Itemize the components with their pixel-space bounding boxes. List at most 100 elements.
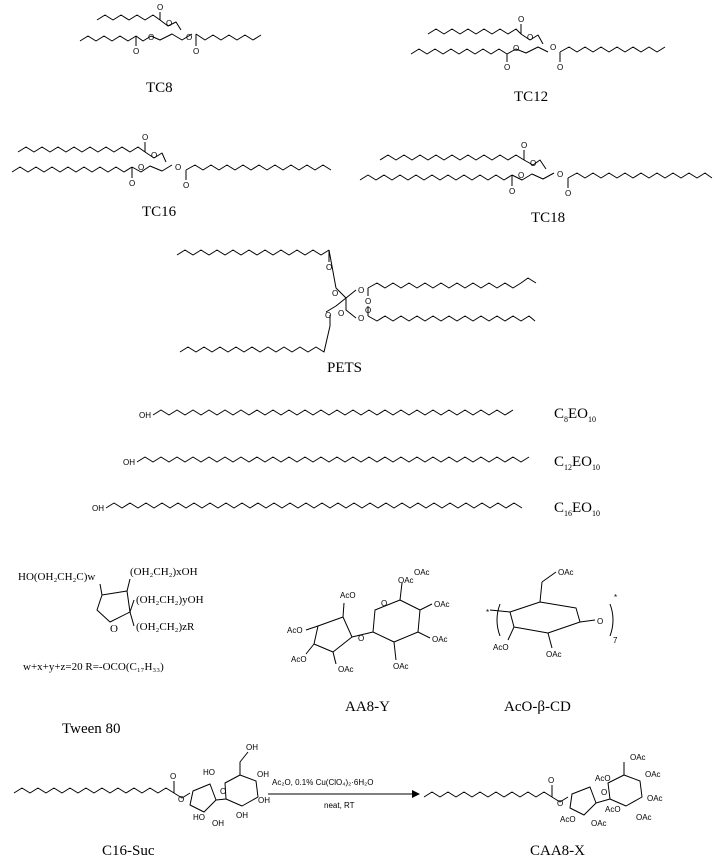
aa8y-oac-5: OAc <box>393 662 409 671</box>
c16suc-oh-3: OH <box>257 770 269 779</box>
caa8x-oac-1: OAc <box>630 753 646 762</box>
tc12-atom-o3: O <box>513 44 519 53</box>
tween-line2: (OH₂CH₂)xOH <box>130 566 198 578</box>
c8eo10-structure: OH C8EO10 <box>139 406 596 424</box>
tc18-chain-right <box>567 172 713 179</box>
c16suc-ho-2: HO <box>203 768 215 777</box>
aa8y-oac-1: OAc <box>398 576 414 585</box>
acocd-star-right: * <box>614 593 617 602</box>
c16suc-oh-1: OH <box>212 819 224 828</box>
acocd-aco: AcO <box>493 643 509 652</box>
aa8y-label: AA8-Y <box>345 699 390 715</box>
tc16-atom-o5: O <box>175 163 181 172</box>
tween-line4: (OH₂CH₂)zR <box>136 621 195 633</box>
pets-chain-lr <box>367 315 536 322</box>
tc8-atom-o5: O <box>186 33 192 42</box>
c12eo10-atom-oh: OH <box>123 458 135 467</box>
tc12-atom-o6: O <box>557 63 563 72</box>
tc18-atom-o5: O <box>557 170 563 179</box>
c16eo10-chain <box>105 502 523 509</box>
tween80-structure: HO(OH₂CH₂C)w (OH₂CH₂)xOH (OH₂CH₂)yOH (OH… <box>18 566 204 737</box>
reaction-conditions: neat, RT <box>324 801 355 810</box>
tc12-atom-o1: O <box>518 15 524 24</box>
aa8y-oac-7: AcO <box>340 591 356 600</box>
c16suc-oh-4: OH <box>258 796 270 805</box>
acocd-star-left: * <box>486 608 489 617</box>
reaction-reagent: Ac₂O, 0.1% Cu(ClO₄)₂·6H₂O <box>272 778 374 787</box>
aa8y-link-o: O <box>358 634 364 643</box>
tc18-label: TC18 <box>531 210 565 226</box>
c16eo10-structure: OH C16EO10 <box>92 500 600 518</box>
tc8-atom-o6: O <box>193 47 199 56</box>
pets-chain-ur <box>367 277 537 289</box>
aa8y-oac-6: OAc <box>338 665 354 674</box>
c16eo10-label: C16EO10 <box>554 500 600 518</box>
acocd-structure: * OAc AcO OAc O 7 * AcO-β-CD <box>486 568 618 715</box>
tc8-atom-o4: O <box>133 47 139 56</box>
c12eo10-chain <box>136 456 530 463</box>
tc18-structure: O O O O O O TC18 <box>359 141 713 226</box>
c16suc-ho-1: HO <box>193 813 205 822</box>
caa8x-link-o: O <box>601 788 607 797</box>
pets-atom-o5: O <box>325 311 331 320</box>
tc16-chain-top <box>17 146 146 153</box>
c12eo10-label: C12EO10 <box>554 454 600 472</box>
aa8y-structure: OAc OAc OAc OAc OAc OAc AcO AcO AcO O O … <box>287 568 450 715</box>
caa8x-chain <box>423 791 553 798</box>
tc8-atom-o3: O <box>148 33 154 42</box>
acocd-oac-2: OAc <box>546 650 562 659</box>
caa8x-oac-3: OAc <box>647 794 663 803</box>
pets-chain-ll <box>179 325 331 353</box>
c12eo10-structure: OH C12EO10 <box>123 454 600 472</box>
caa8x-atom-o2: O <box>557 799 563 808</box>
pets-atom-o2: O <box>332 289 338 298</box>
tc8-chain-top <box>96 14 161 21</box>
aa8y-ring-o: O <box>381 599 387 608</box>
tc16-chain-left <box>11 166 133 173</box>
c16suc-atom-o2: O <box>178 795 184 804</box>
tc12-chain-top <box>427 28 522 35</box>
pets-atom-o7: O <box>358 314 364 323</box>
tc16-atom-o4: O <box>129 179 135 188</box>
caa8x-aco-1: AcO <box>595 774 611 783</box>
tc16-atom-o1: O <box>142 133 148 142</box>
tc16-label: TC16 <box>142 204 177 220</box>
tc12-atom-o4: O <box>504 63 510 72</box>
pets-atom-o4: O <box>365 297 371 306</box>
caa8x-oac-2: OAc <box>645 770 661 779</box>
tc18-atom-o4: O <box>509 187 515 196</box>
caa8x-pyranose-ring <box>607 774 643 807</box>
pets-atom-o8: O <box>365 306 371 315</box>
pets-atom-o1: O <box>326 263 332 272</box>
tc16-atom-o6: O <box>183 181 189 190</box>
pets-atom-o6: O <box>338 309 344 318</box>
tc16-structure: O O O O O O TC16 <box>11 133 332 220</box>
c16suc-oh-5: OH <box>236 811 248 820</box>
tc8-chain-left <box>79 35 152 42</box>
aa8y-oac-2: OAc <box>414 568 430 577</box>
tc12-chain-left <box>410 48 508 55</box>
tc8-chain-right <box>195 33 262 41</box>
reaction-arrow: Ac₂O, 0.1% Cu(ClO₄)₂·6H₂O neat, RT <box>268 778 420 810</box>
c16suc-structure: O O HO OH HO OH OH OH OH O C16-Suc <box>13 743 270 859</box>
tc16-atom-o2: O <box>151 151 157 160</box>
tween80-label: Tween 80 <box>62 721 121 737</box>
tc12-label: TC12 <box>514 89 548 105</box>
caa8x-oac-4: OAc <box>636 813 652 822</box>
acocd-oac-1: OAc <box>558 568 574 577</box>
acocd-bracket-right <box>609 603 614 637</box>
caa8x-oac-5: OAc <box>591 819 607 828</box>
c16suc-oh-2: OH <box>246 743 258 752</box>
tc8-atom-o1: O <box>157 3 163 12</box>
caa8x-structure: O O OAc OAc OAc OAc OAc AcO AcO AcO O CA… <box>423 753 663 859</box>
aa8y-oac-3: OAc <box>434 600 450 609</box>
acocd-label: AcO-β-CD <box>504 699 571 715</box>
tween-line1: HO(OH₂CH₂C)w <box>18 571 95 583</box>
tween-condition: w+x+y+z=20 R=-OCO(C₁₇H₃₃) <box>23 661 164 673</box>
tween-furan-ring <box>96 590 131 623</box>
tc18-atom-o2: O <box>530 159 536 168</box>
tc8-label: TC8 <box>146 80 173 96</box>
c16eo10-atom-oh: OH <box>92 504 104 513</box>
c16suc-link-o: O <box>220 787 226 796</box>
